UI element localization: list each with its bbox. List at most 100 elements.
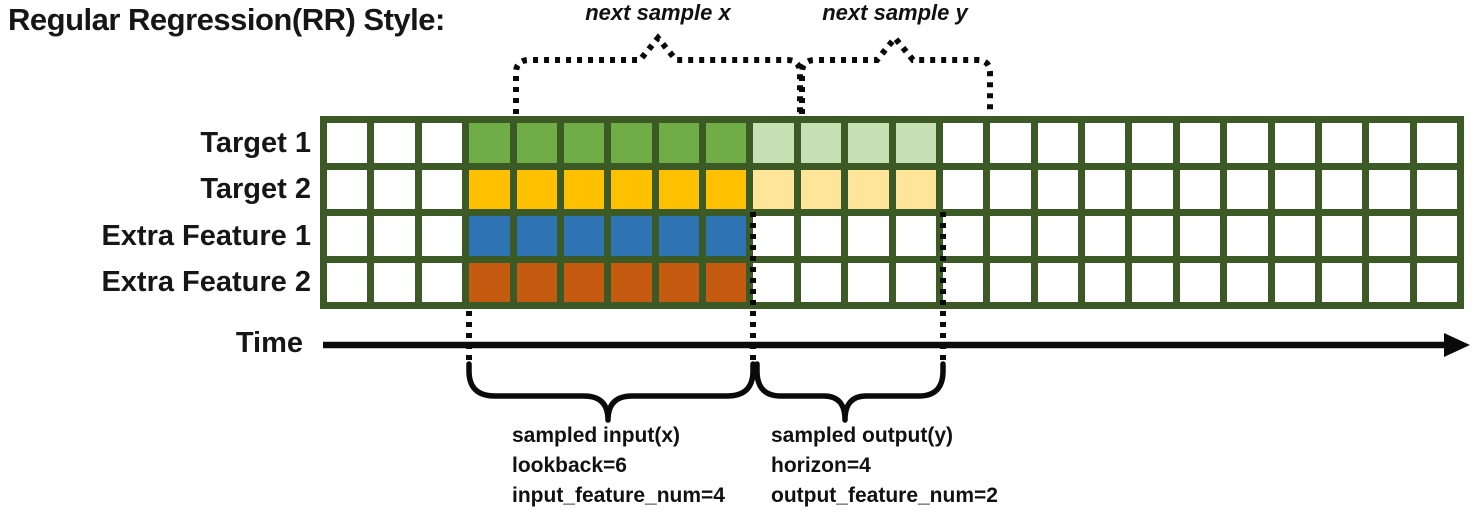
grid-cell-r1-c2 [374,123,415,163]
grid-cell-r4-c2 [374,262,415,302]
grid-cell-r3-c12 [848,216,889,256]
grid-cell-r1-c11 [800,123,842,163]
grid-cell-r3-c19 [1179,216,1221,256]
grid-cell-r4-c17 [1085,262,1126,302]
row-label-extra-feature-2: Extra Feature 2 [101,266,311,298]
grid-cell-r1-c16 [1037,123,1078,163]
grid-cell-r4-c10 [753,262,794,302]
grid-cell-r4-c20 [1227,262,1268,302]
sampled-input-brace [466,361,756,423]
grid-cell-r4-c18 [1132,262,1173,302]
grid-cell-r2-c16 [1037,169,1078,209]
grid-cell-r2-c13 [895,169,936,209]
grid-cell-r1-c9 [706,123,747,163]
grid-cell-r4-c12 [848,262,889,302]
grid-cell-r1-c19 [1179,123,1221,163]
sampled-input-line-1: sampled input(x) [512,424,681,447]
grid-cell-r2-c2 [374,169,415,209]
grid-cell-r4-c24 [1416,262,1457,302]
grid-cell-r1-c5 [516,123,557,163]
grid-cell-r2-c9 [706,169,747,209]
sampled-output-brace [754,361,946,423]
next-sample-x-brace [513,33,803,114]
grid-cell-r2-c18 [1132,169,1173,209]
grid-cell-r1-c12 [848,123,889,163]
grid-cell-r2-c8 [658,169,699,209]
grid-cell-r3-c17 [1085,216,1126,256]
grid-cell-r3-c13 [895,216,936,256]
grid-cell-r1-c13 [895,123,936,163]
next-sample-x-label: next sample x [585,0,731,25]
grid-cell-r1-c10 [753,123,794,163]
grid-cell-r4-c7 [611,262,652,302]
sampled-input-line-3: input_feature_num=4 [512,484,725,507]
sampling-grid [320,116,1464,309]
grid-cell-r3-c23 [1369,216,1410,256]
grid-cell-r4-c9 [706,262,747,302]
next-sample-y-label: next sample y [822,0,968,25]
grid-cell-r3-c8 [658,216,699,256]
grid-cell-r3-c6 [563,216,605,256]
grid-cell-r2-c24 [1416,169,1457,209]
grid-cell-r1-c3 [421,123,463,163]
grid-cell-r1-c20 [1227,123,1268,163]
grid-cell-r1-c6 [563,123,605,163]
grid-cell-r4-c13 [895,262,936,302]
grid-cell-r1-c15 [990,123,1031,163]
grid-cell-r4-c19 [1179,262,1221,302]
diagram-title: Regular Regression(RR) Style: [8,2,445,37]
grid-cell-r4-c5 [516,262,557,302]
grid-cell-r2-c17 [1085,169,1126,209]
grid-cell-r2-c5 [516,169,557,209]
grid-cell-r3-c10 [753,216,794,256]
grid-cell-r2-c22 [1321,169,1363,209]
grid-cell-r4-c11 [800,262,842,302]
time-axis-label: Time [235,327,303,359]
grid-cell-r4-c1 [327,262,368,302]
grid-cell-r2-c1 [327,169,368,209]
grid-cell-r1-c8 [658,123,699,163]
grid-cell-r4-c3 [421,262,463,302]
grid-cell-r1-c23 [1369,123,1410,163]
row-label-target-2: Target 2 [200,173,311,205]
grid-cell-r4-c16 [1037,262,1078,302]
sampled-output-line-2: horizon=4 [771,454,871,477]
grid-cell-r1-c21 [1274,123,1315,163]
grid-cell-r2-c10 [753,169,794,209]
sampled-output-line-1: sampled output(y) [771,424,953,447]
grid-cell-r1-c4 [469,123,510,163]
grid-cell-r1-c18 [1132,123,1173,163]
grid-cell-r3-c5 [516,216,557,256]
time-axis-arrowhead [1444,333,1470,357]
grid-cell-r2-c20 [1227,169,1268,209]
grid-cell-r2-c21 [1274,169,1315,209]
grid-cell-r4-c21 [1274,262,1315,302]
grid-cell-r3-c18 [1132,216,1173,256]
row-label-extra-feature-1: Extra Feature 1 [101,220,311,252]
grid-cell-r4-c8 [658,262,699,302]
grid-cell-r4-c22 [1321,262,1363,302]
grid-cell-r3-c1 [327,216,368,256]
grid-cell-r2-c14 [942,169,984,209]
grid-cell-r3-c14 [942,216,984,256]
grid-cell-r4-c14 [942,262,984,302]
grid-cell-r1-c14 [942,123,984,163]
grid-cell-r3-c3 [421,216,463,256]
grid-cell-r3-c15 [990,216,1031,256]
sampled-output-line-3: output_feature_num=2 [771,484,998,507]
grid-cell-r1-c24 [1416,123,1457,163]
grid-cell-r1-c22 [1321,123,1363,163]
sampled-output-annotation: sampled output(y) horizon=4 output_featu… [771,421,998,511]
grid-cell-r3-c9 [706,216,747,256]
grid-cell-r3-c4 [469,216,510,256]
grid-cell-r3-c21 [1274,216,1315,256]
grid-cell-r2-c23 [1369,169,1410,209]
grid-cell-r3-c11 [800,216,842,256]
grid-cell-r2-c6 [563,169,605,209]
grid-cell-r3-c2 [374,216,415,256]
grid-cell-r2-c19 [1179,169,1221,209]
grid-cell-r2-c3 [421,169,463,209]
grid-cell-r4-c15 [990,262,1031,302]
next-sample-y-brace [799,33,993,114]
grid-cell-r2-c4 [469,169,510,209]
